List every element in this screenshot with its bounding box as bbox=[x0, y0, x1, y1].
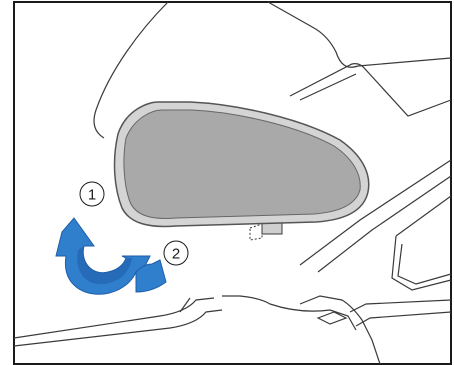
callout-2-label: 2 bbox=[172, 246, 180, 263]
callout-1-label: 1 bbox=[88, 187, 96, 204]
callout-1: 1 bbox=[80, 182, 104, 206]
callout-2: 2 bbox=[164, 241, 188, 265]
